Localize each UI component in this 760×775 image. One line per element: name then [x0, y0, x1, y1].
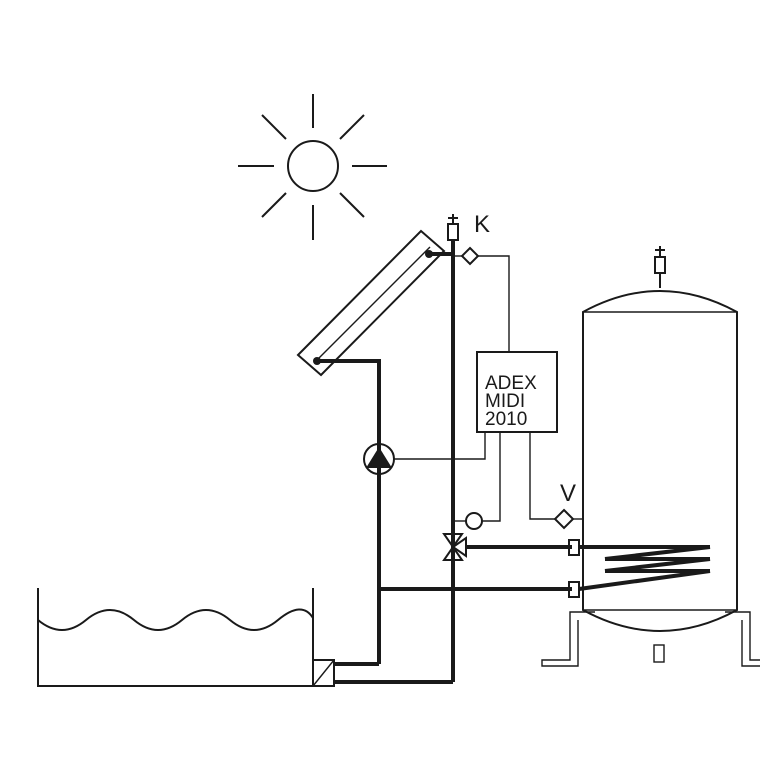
collector-sensor-label: K	[474, 211, 490, 238]
controller-line-2: MIDI	[485, 391, 525, 412]
controller-line-3: 2010	[485, 409, 527, 430]
tank-air-vent-icon	[654, 246, 666, 288]
valve-actuator	[465, 512, 483, 530]
coil-outlet-fitting	[568, 581, 580, 598]
circulation-pump-icon	[363, 443, 395, 475]
pool-heat-exchanger	[312, 659, 335, 687]
heat-exchanger-coil	[578, 545, 711, 591]
solar-collector	[296, 229, 446, 377]
tank-sensor: V	[553, 480, 583, 530]
collector-sensor: K	[453, 211, 510, 352]
control-wiring	[393, 432, 556, 522]
storage-tank	[541, 246, 760, 667]
hydraulic-pipes	[317, 252, 572, 684]
tank-sensor-label: V	[560, 480, 576, 507]
controller-unit: ADEX MIDI 2010	[476, 351, 558, 433]
pool	[37, 588, 335, 687]
three-way-valve-icon	[442, 512, 483, 561]
controller-line-1: ADEX	[485, 373, 537, 394]
sun-icon	[238, 94, 387, 240]
collector-air-vent-icon	[447, 214, 459, 254]
